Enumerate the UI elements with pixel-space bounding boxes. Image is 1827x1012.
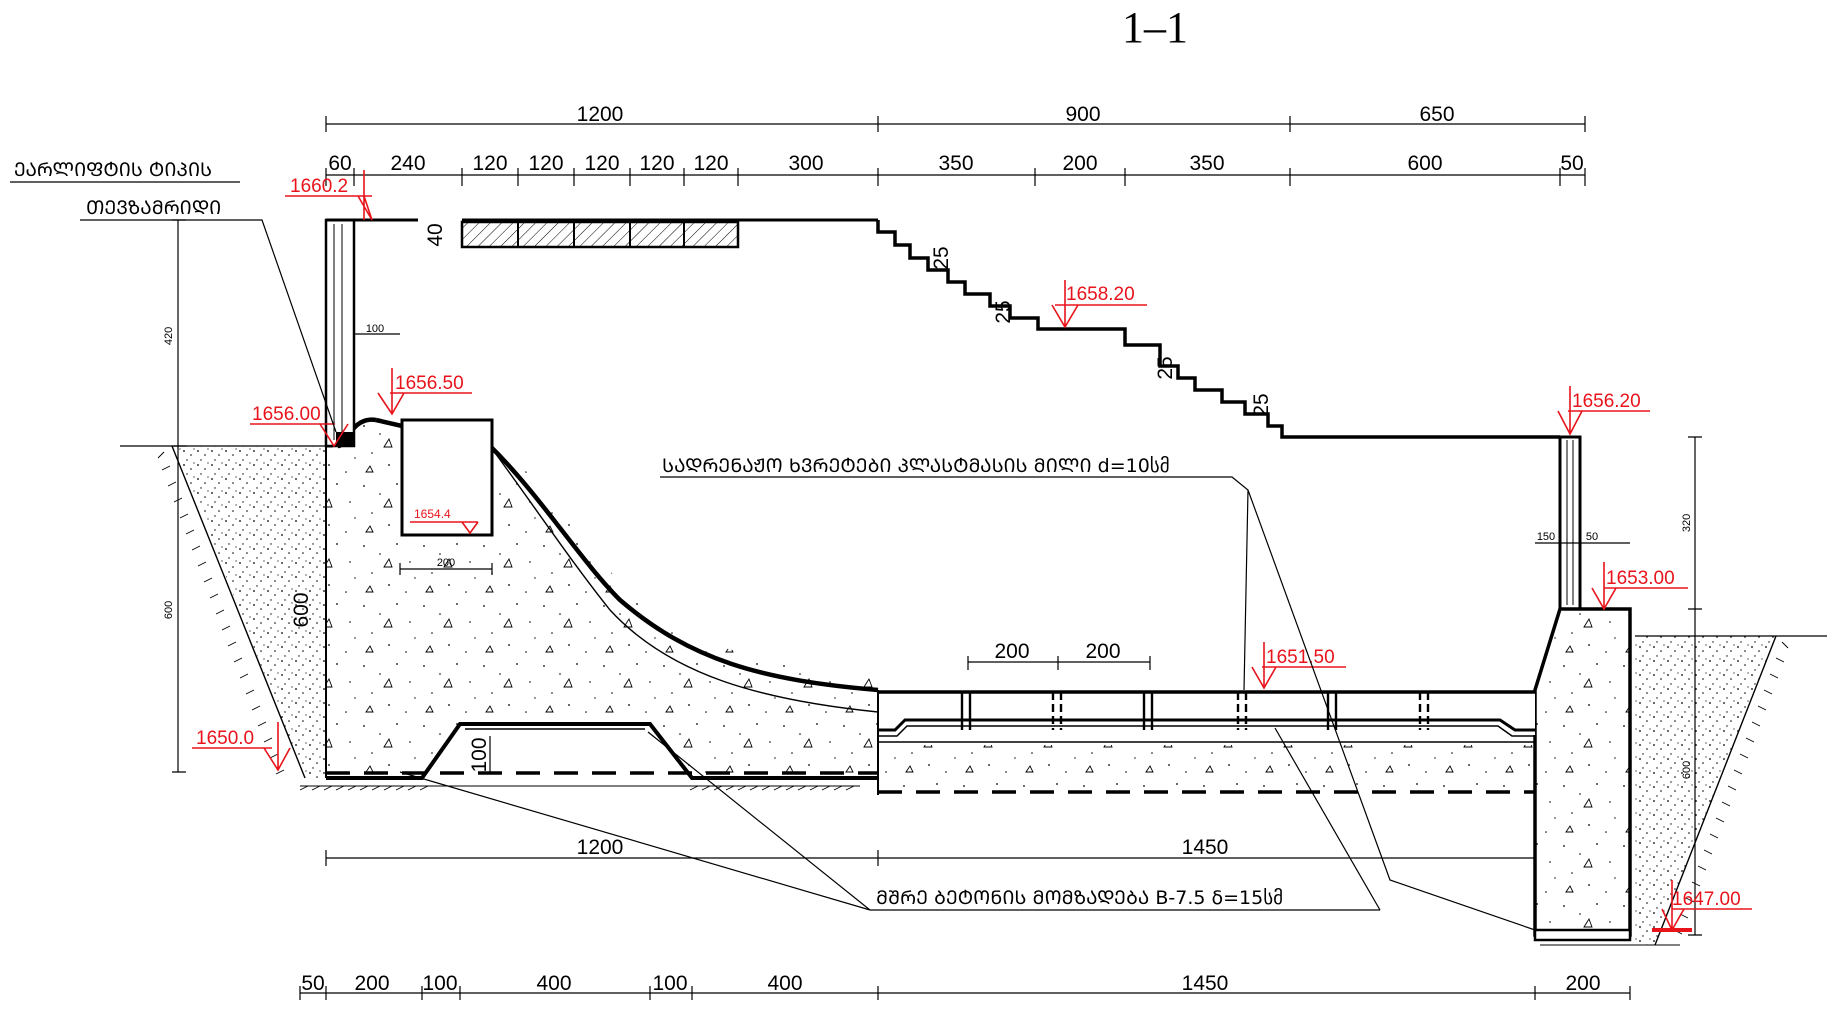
dim-second-2: 120 [472, 152, 507, 175]
chute-body [325, 417, 879, 780]
dim-bottom-0: 50 [301, 972, 324, 995]
dim-second-11: 600 [1407, 152, 1442, 175]
dim-slab-0: 200 [994, 640, 1029, 663]
dim-second-9: 200 [1062, 152, 1097, 175]
elev-1651: 1651.50 [1266, 647, 1335, 668]
dim-step-a: 25 [930, 246, 953, 269]
dimension-texts: 1200 900 650 60 240 120 120 120 120 120 … [163, 103, 1693, 995]
left-wall [324, 218, 418, 448]
dim-right-50: 50 [1586, 531, 1598, 543]
soil-left [120, 445, 860, 791]
elev-1660: 1660.2 [290, 176, 348, 197]
elev-1647: 1647.00 [1672, 889, 1741, 910]
dim-left-600: 600 [163, 601, 175, 619]
dim-bottom-7: 200 [1565, 972, 1600, 995]
stepped-profile [876, 220, 1560, 439]
notes: ᲔᲐᲠᲚᲘᲤᲢᲘᲡ ᲢᲘᲞᲘᲡ ᲗᲔᲕᲖᲐᲛᲠᲘᲓᲘ ᲡᲐᲓᲠᲔᲜᲐᲟᲝ ᲮᲕᲠ… [10, 159, 1536, 931]
note-drain-holes: ᲡᲐᲓᲠᲔᲜᲐᲟᲝ ᲮᲕᲠᲔᲢᲔᲑᲘ ᲞᲚᲐᲡᲢᲛᲐᲡᲘᲡ ᲛᲘᲚᲘ d=10ს… [662, 455, 1170, 477]
section-title: 1–1 [1122, 3, 1188, 52]
note-chute-type-2: ᲗᲔᲕᲖᲐᲛᲠᲘᲓᲘ [86, 197, 221, 219]
dim-second-4: 120 [584, 152, 619, 175]
dim-second-0: 60 [328, 152, 351, 175]
dim-bottom-6: 1450 [1182, 972, 1229, 995]
dim-bottom-5: 400 [767, 972, 802, 995]
dim-slab-1: 200 [1085, 640, 1120, 663]
dim-second-6: 120 [693, 152, 728, 175]
elevation-marks: 1660.2 1656.00 1656.50 1654.4 1650.0 165… [192, 170, 1752, 932]
dim-bottom-4: 100 [652, 972, 687, 995]
dim-bottom-2: 100 [422, 972, 457, 995]
dim-small-200: 200 [437, 557, 455, 569]
dim-right-320: 320 [1681, 514, 1693, 532]
dim-second-7: 300 [788, 152, 823, 175]
dim-second-10: 350 [1189, 152, 1224, 175]
elev-1650: 1650.0 [196, 728, 254, 749]
dim-wall-600: 600 [290, 592, 313, 627]
top-slabs [460, 218, 878, 249]
soil-right [1540, 635, 1827, 946]
elev-1653: 1653.00 [1606, 568, 1675, 589]
dim-top-1: 900 [1065, 103, 1100, 126]
dimension-lines [172, 116, 1702, 1000]
dim-bottom-1: 200 [354, 972, 389, 995]
note-chute-type: ᲔᲐᲠᲚᲘᲤᲢᲘᲡ ᲢᲘᲞᲘᲡ [14, 159, 212, 181]
dim-bottom-3: 400 [536, 972, 571, 995]
dim-step-40: 40 [424, 223, 447, 246]
elev-1658: 1658.20 [1066, 284, 1135, 305]
dim-top-0: 1200 [577, 103, 624, 126]
stilling-basin [877, 435, 1632, 942]
dim-right-150: 150 [1537, 531, 1555, 543]
dim-top-2: 650 [1419, 103, 1454, 126]
dim-second-1: 240 [390, 152, 425, 175]
dim-right-600: 600 [1681, 761, 1693, 779]
dim-second-5: 120 [639, 152, 674, 175]
dim-step-c: 25 [1154, 356, 1177, 379]
elev-1656-5: 1656.50 [395, 373, 464, 394]
note-concrete-prep: ᲛᲨᲠᲔ ᲑᲔᲢᲝᲜᲘᲡ ᲛᲝᲛᲖᲐᲓᲔᲑᲐ B-7.5 δ=15სმ [876, 887, 1283, 909]
dim-step-b: 25 [992, 300, 1015, 323]
dim-second-8: 350 [938, 152, 973, 175]
dim-left-420: 420 [163, 327, 175, 345]
dim-second-3: 120 [528, 152, 563, 175]
dim-mid-0: 1200 [577, 836, 624, 859]
dim-second-12: 50 [1560, 152, 1583, 175]
elev-1656: 1656.00 [252, 404, 321, 425]
dim-mid-1: 1450 [1182, 836, 1229, 859]
dim-small-100: 100 [366, 323, 384, 335]
elev-1656-2: 1656.20 [1572, 391, 1641, 412]
dim-step-d: 25 [1250, 393, 1273, 416]
dim-key-100: 100 [468, 737, 491, 772]
elev-1654-4: 1654.4 [414, 507, 451, 521]
